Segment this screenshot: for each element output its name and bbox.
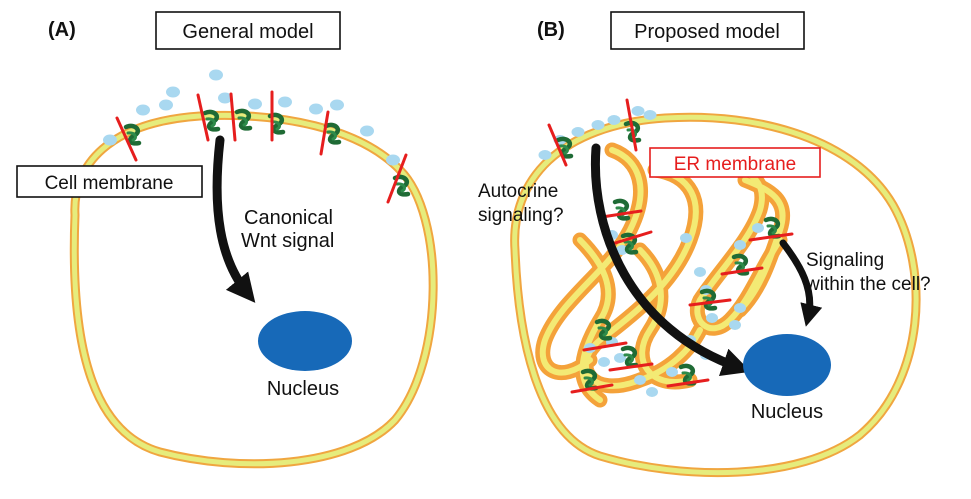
cut-line [229,92,237,142]
wnt-ligand-icon [218,92,232,104]
cut-line [610,230,653,246]
cut-line [625,98,638,152]
wnt-ligand-icon [680,233,692,243]
panel-b-title: Proposed model [634,21,780,43]
wnt-ligand-icon [666,367,678,377]
signal-arrow-icon [212,135,256,303]
signal-arrow-icon [779,239,823,327]
nucleus-b-label: Nucleus [751,401,823,423]
panel-a: (A) General model [16,11,438,469]
receptors-b [547,98,794,394]
wnt-ligand-icon [591,120,605,130]
cut-line [720,266,764,276]
wnt-ligand-icon [248,98,262,110]
intracellular-label-line2: within the cell? [805,274,931,295]
wnt-ligands-a [103,69,400,166]
receptors-a [115,90,408,204]
canonical-label-line2: Wnt signal [241,230,334,252]
wnt-ligand-icon [386,154,400,166]
cell-b-membrane-inner [512,114,919,476]
cell-membrane-label-box [16,165,203,198]
cut-line [666,378,710,388]
wnt-ligand-icon [706,313,718,323]
wnt-ligand-icon [598,357,610,367]
panel-a-title-box [155,11,341,50]
autocrine-label-line2: signaling? [478,205,564,226]
cut-line [688,298,732,307]
wnt-ligand-icon [734,303,746,313]
cut-line [115,116,138,162]
cut-line [319,110,330,156]
cut-line [748,232,794,242]
autocrine-label-line1: Autocrine [478,181,558,202]
wnt-ligand-icon [166,86,180,98]
cell-membrane-label: Cell membrane [45,173,174,194]
cut-line [582,341,628,352]
wnt-ligand-icon [607,115,621,125]
wnt-ligand-icon [631,106,645,116]
intracellular-label-line1: Signaling [806,250,884,271]
er-membrane-label: ER membrane [674,154,797,175]
nucleus-a [258,311,352,371]
cut-line [547,123,568,167]
panel-b: (B) Proposed model [478,11,931,478]
signal-arrow-icon [590,143,751,376]
wnt-ligand-icon [360,125,374,137]
wnt-ligand-icon [209,69,223,81]
wnt-ligand-icon [103,134,117,146]
wnt-ligand-icon [729,320,741,330]
cut-line [608,362,654,372]
canonical-label-line1: Canonical [244,207,333,229]
cut-line [600,209,643,219]
panel-b-title-box [610,11,805,50]
nucleus-a-label: Nucleus [267,378,339,400]
wnt-ligand-icon [694,267,706,277]
wnt-ligand-icon [136,104,150,116]
panel-a-letter: (A) [48,19,76,41]
wnt-ligand-icon [330,99,344,111]
cell-a-membrane-inner [71,112,436,467]
wnt-ligand-icon [646,387,658,397]
wnt-ligand-icon [571,127,585,137]
nucleus-b [743,334,831,396]
er-membrane-label-box [649,147,821,178]
wnt-ligand-icon [159,99,173,111]
wnt-ligand-icon [309,103,323,115]
wnt-ligand-icon [614,353,626,363]
wnt-ligand-icon [278,96,292,108]
cut-line [386,153,408,204]
panel-b-letter: (B) [537,19,565,41]
wnt-ligand-icon [538,150,552,160]
wnt-ligand-icon [734,240,746,250]
panel-a-title: General model [182,21,313,43]
wnt-ligand-icon [643,110,657,120]
wnt-ligand-icon [634,375,646,385]
wnt-ligand-icon [752,223,764,233]
cut-line [196,93,210,142]
cut-line [570,383,614,394]
